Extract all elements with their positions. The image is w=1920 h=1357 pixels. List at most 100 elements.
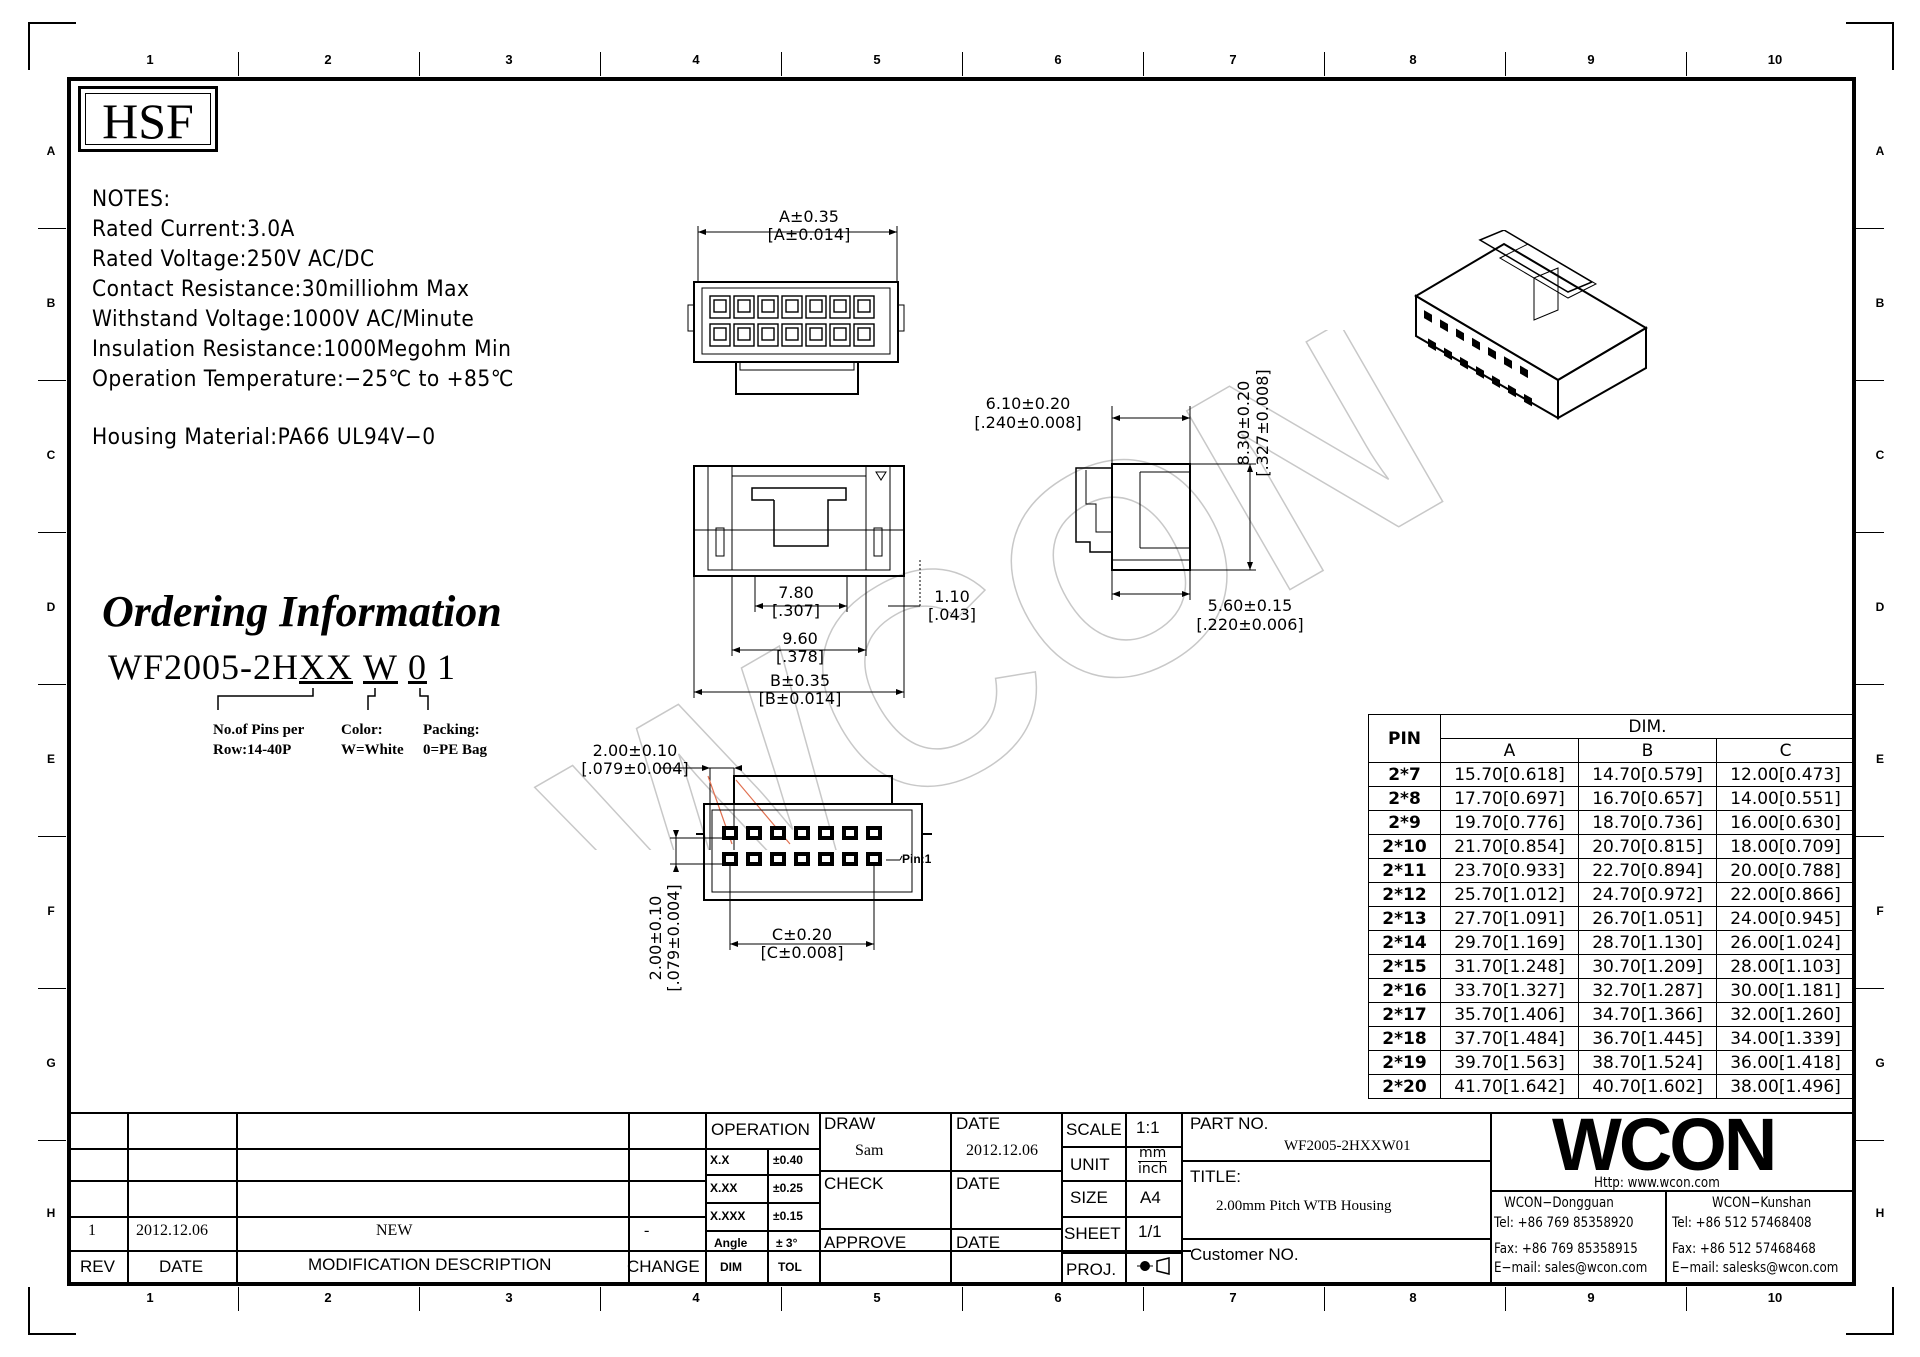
kunshan-name: WCON−Kunshan — [1712, 1195, 1812, 1211]
zone-tick — [38, 1140, 66, 1141]
proj-label: PROJ. — [1066, 1260, 1117, 1279]
zone-row-label: E — [46, 752, 55, 766]
zone-tick — [1505, 1287, 1506, 1311]
approve-label: APPROVE — [824, 1233, 907, 1252]
zone-tick — [38, 684, 66, 685]
zone-col-label: 6 — [1054, 52, 1062, 67]
zone-tick — [38, 836, 66, 837]
front-view-drawing — [687, 226, 905, 395]
zone-row-label: F — [1876, 904, 1884, 918]
wcon-watermark: WCON — [501, 330, 1493, 850]
unit-label: UNIT — [1070, 1155, 1110, 1174]
isometric-view-drawing — [1414, 230, 1648, 420]
part-no: WF2005-2HXXW01 — [1284, 1138, 1411, 1154]
zone-row-label: C — [46, 448, 56, 462]
zone-row-label: B — [46, 296, 56, 310]
zone-tick — [38, 228, 66, 229]
ordering-packing-label: Packing: 0=PE Bag — [423, 722, 487, 758]
zone-row-label: D — [46, 600, 56, 614]
zone-tick — [238, 52, 239, 76]
housing-material: Housing Material:PA66 UL94V−0 — [92, 425, 436, 450]
corner-mark-tr-h — [1846, 22, 1894, 24]
rev-number: 1 — [88, 1222, 96, 1239]
zone-row-label: G — [46, 1056, 56, 1070]
tb-line — [1061, 1146, 1181, 1148]
zone-row-label: C — [1875, 448, 1885, 462]
zone-tick — [1856, 228, 1884, 229]
scale-value: 1:1 — [1136, 1118, 1160, 1137]
rev-header: REV — [80, 1257, 115, 1276]
zone-tick — [1856, 684, 1884, 685]
tb-line — [127, 1112, 129, 1282]
zone-col-label: 7 — [1229, 52, 1237, 67]
tb-line — [1181, 1238, 1490, 1240]
zone-row-label: B — [1875, 296, 1885, 310]
note-line: Rated Current:3.0A — [92, 217, 295, 242]
zone-col-label: 5 — [873, 1290, 881, 1305]
code-suffix: 1 — [436, 647, 456, 687]
zone-col-label: 8 — [1409, 52, 1417, 67]
check-date-label: DATE — [956, 1174, 1001, 1193]
modification-header: MODIFICATION DESCRIPTION — [308, 1255, 552, 1274]
unit-value: mm inch — [1138, 1145, 1168, 1177]
zone-row-label: F — [47, 904, 55, 918]
tb-line — [1181, 1160, 1490, 1162]
operation-label: OPERATION — [711, 1120, 810, 1139]
size-value: A4 — [1140, 1188, 1161, 1207]
corner-mark-br-h — [1846, 1333, 1894, 1335]
corner-mark-bl-h — [28, 1333, 76, 1335]
code-color: W — [363, 647, 398, 687]
tb-line — [819, 1112, 821, 1282]
note-line: Insulation Resistance:1000Megohm Min — [92, 337, 512, 362]
dim-8-30: 8.30±0.20 [.327±0.008] — [1234, 369, 1272, 477]
tol-value: ±0.25 — [773, 1181, 803, 1195]
corner-mark-tr-v — [1892, 22, 1894, 70]
ordering-code: WF2005-2HXX W 0 1 — [108, 646, 456, 688]
corner-mark-tl-v — [28, 22, 30, 70]
zone-tick — [1856, 988, 1884, 989]
size-label: SIZE — [1070, 1188, 1108, 1207]
side-view-drawing — [1075, 406, 1256, 600]
rev-description: NEW — [376, 1222, 413, 1239]
dim-header: DIM. — [1440, 714, 1855, 739]
dim-label: DIM — [720, 1260, 742, 1274]
scale-label: SCALE — [1066, 1120, 1122, 1139]
corner-mark-tl-h — [28, 22, 76, 24]
zone-col-label: 9 — [1587, 52, 1595, 67]
top-view-drawing — [693, 465, 921, 698]
dongguan-name: WCON−Dongguan — [1504, 1195, 1614, 1211]
dim-9-60: 9.60 [.378] — [775, 629, 825, 666]
tol-dim: X.XXX — [710, 1209, 746, 1223]
tb-line — [705, 1202, 819, 1204]
tb-line — [819, 1170, 1061, 1172]
dim-b: B±0.35 [B±0.014] — [758, 671, 842, 708]
note-line: Rated Voltage:250V AC/DC — [92, 247, 375, 272]
customer-no-label: Customer NO. — [1190, 1245, 1299, 1264]
tb-line — [1181, 1112, 1183, 1282]
zone-tick — [781, 52, 782, 76]
zone-tick — [38, 988, 66, 989]
zone-col-label: 2 — [324, 52, 332, 67]
zone-col-label: 3 — [505, 52, 513, 67]
dongguan-fax: Fax: +86 769 85358915 — [1494, 1241, 1638, 1257]
tol-dim: Angle — [714, 1236, 748, 1250]
notes-block: NOTES: Rated Current:3.0A Rated Voltage:… — [92, 185, 514, 453]
tb-line — [1665, 1190, 1667, 1282]
rev-change: - — [644, 1222, 650, 1239]
kunshan-tel: Tel: +86 512 57468408 — [1672, 1215, 1812, 1231]
rev-date: 2012.12.06 — [136, 1222, 208, 1239]
title-label: TITLE: — [1190, 1167, 1242, 1186]
ordering-title: Ordering Information — [102, 587, 502, 636]
zone-tick — [1143, 1287, 1144, 1311]
tb-line — [705, 1148, 819, 1150]
note-line: Operation Temperature:−25℃ to +85℃ — [92, 367, 514, 392]
zone-col-label: 6 — [1054, 1290, 1062, 1305]
tb-line — [1061, 1252, 1181, 1254]
